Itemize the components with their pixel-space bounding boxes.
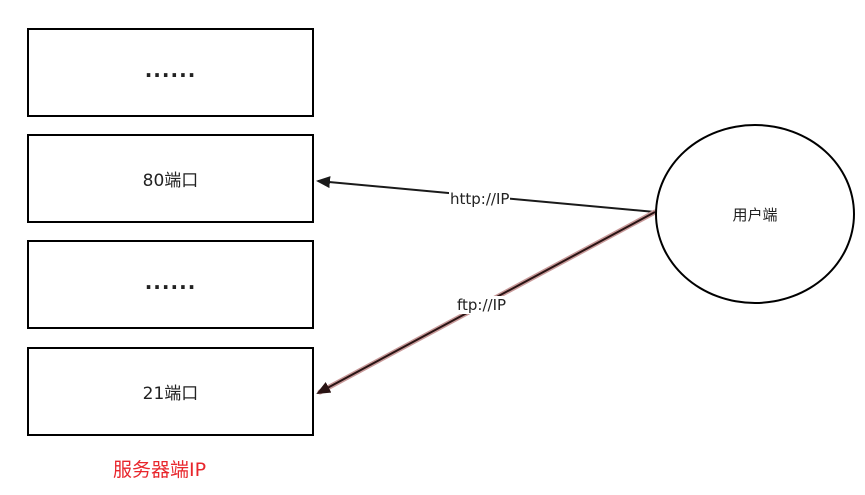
port-box-21: 21端口 (27, 347, 314, 436)
port-box-label: ...... (144, 57, 197, 82)
port-box-label: 80端口 (142, 171, 199, 191)
port-box-ellipsis-middle: ...... (27, 240, 314, 329)
client-node: 用户端 (655, 124, 855, 304)
port-box-ellipsis-top: ...... (27, 28, 314, 117)
server-ip-caption: 服务器端IP (113, 459, 207, 481)
port-box-label: 21端口 (142, 384, 199, 404)
client-label: 用户端 (732, 205, 778, 224)
ftp-connection-label: ftp://IP (456, 296, 508, 314)
port-box-label: ...... (144, 269, 197, 294)
http-connection-label: http://IP (449, 190, 511, 208)
port-box-80: 80端口 (27, 134, 314, 223)
